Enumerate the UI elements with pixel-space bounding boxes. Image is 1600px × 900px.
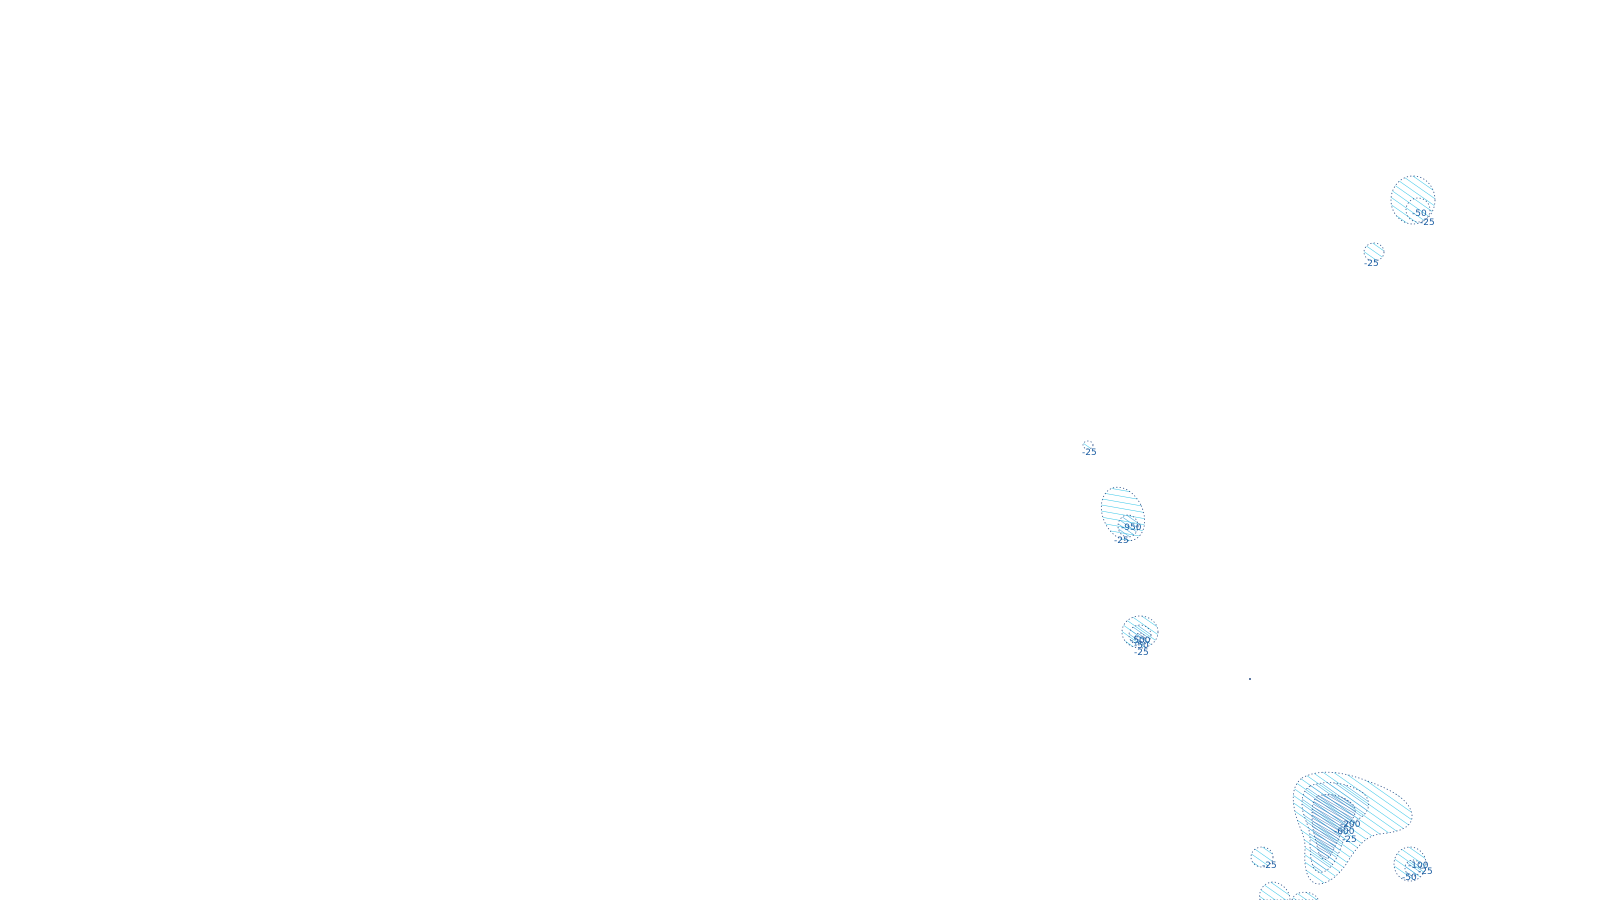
contour-label: -50 (1412, 209, 1427, 219)
contour-region-h: -100 -25 -50 (1393, 846, 1433, 883)
contour-label: -500 (1130, 636, 1151, 646)
contour-region-c: -25 (1082, 440, 1097, 458)
contour-label: -200 (1340, 820, 1361, 830)
contour-label: -50 (1402, 873, 1417, 883)
contour-label: -25 (1082, 448, 1097, 458)
contour-region-b: -25 (1363, 242, 1385, 269)
contour-region-f: -200 -600 -25 (1292, 771, 1413, 885)
contour-region-a: -50 -25 (1390, 175, 1436, 228)
contour-label: -100 (1408, 861, 1429, 871)
contour-label: -950 (1121, 523, 1142, 533)
contour-label: -25 (1342, 835, 1357, 845)
contour-label: -25 (1420, 218, 1435, 228)
contour-region-g: -25 (1250, 846, 1277, 871)
contour-region-i (1259, 881, 1319, 900)
contour-region-e: -500 -50 -25 (1121, 615, 1159, 658)
contour-label: -600 (1334, 827, 1355, 837)
contour-label: -25 (1364, 259, 1379, 269)
contour-label: -25 (1418, 867, 1433, 877)
contour-speck (1249, 678, 1251, 680)
contour-label: -25 (1134, 648, 1149, 658)
contour-label: -50 (1134, 641, 1149, 651)
contour-region-d: -950 -25 (1100, 486, 1146, 546)
contour-label: -25 (1262, 861, 1277, 871)
contour-label: -25 (1114, 536, 1129, 546)
